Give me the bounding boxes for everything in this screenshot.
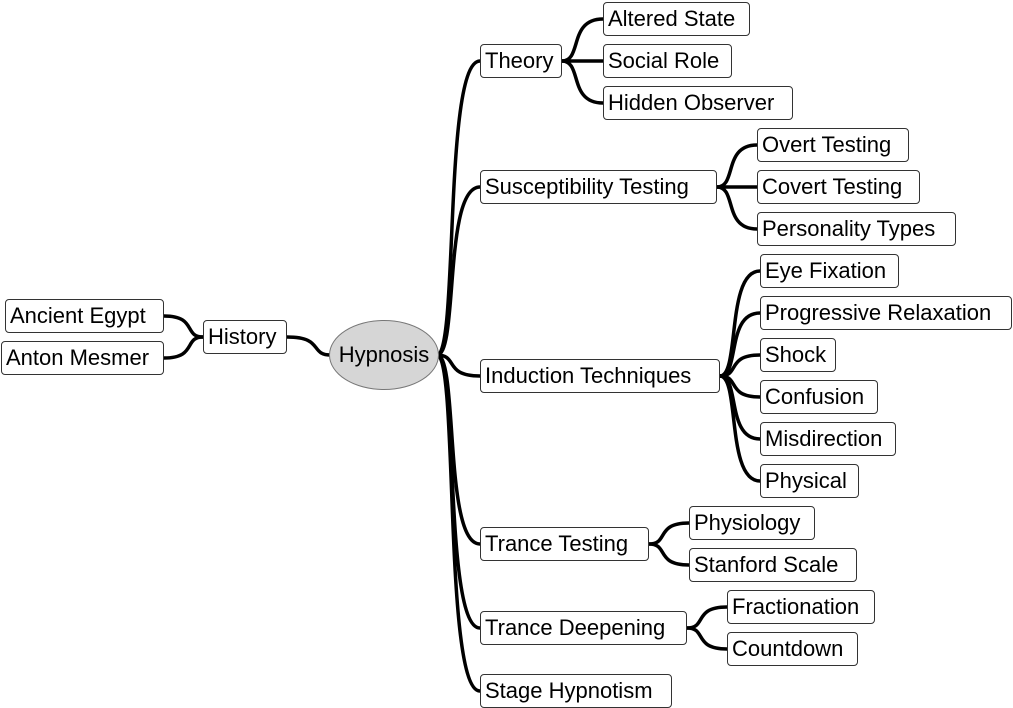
connector-root-stage: [435, 353, 482, 693]
branch-theory: Theory: [480, 44, 562, 78]
leaf-misdirection: Misdirection: [760, 422, 896, 456]
leaf-fractionation: Fractionation: [727, 590, 875, 624]
leaf-countdown: Countdown: [727, 632, 858, 666]
connector-suscept-overt: [715, 143, 759, 189]
connector-deepening-fractionation: [685, 605, 729, 630]
branch-stage-hypnotism: Stage Hypnotism: [480, 674, 672, 708]
connector-induction-progressive: [718, 311, 762, 378]
connector-theory-hidden: [560, 59, 605, 105]
connector-root-trance-testing: [435, 353, 482, 546]
connector-root-induction: [435, 353, 482, 378]
leaf-physical: Physical: [760, 464, 859, 498]
leaf-social-role: Social Role: [603, 44, 732, 78]
leaf-confusion: Confusion: [760, 380, 878, 414]
leaf-personality-types: Personality Types: [757, 212, 956, 246]
branch-trance-deepening: Trance Deepening: [480, 611, 687, 645]
connector-root-suscept: [435, 185, 482, 357]
leaf-hidden-observer: Hidden Observer: [603, 86, 793, 120]
connector-theory-altered: [560, 17, 605, 63]
leaf-ancient-egypt: Ancient Egypt: [5, 299, 164, 333]
root-node: Hypnosis: [329, 320, 439, 390]
branch-susceptibility-testing: Susceptibility Testing: [480, 170, 717, 204]
connector-history-egypt: [162, 314, 205, 339]
connector-history-mesmer: [162, 335, 205, 360]
connector-root-history: [285, 335, 333, 357]
leaf-stanford-scale: Stanford Scale: [689, 548, 857, 582]
leaf-progressive-relaxation: Progressive Relaxation: [760, 296, 1012, 330]
connector-suscept-personality: [715, 185, 759, 231]
connector-induction-physical: [718, 374, 762, 483]
connector-trance-testing-physiology: [647, 521, 691, 546]
connector-root-theory: [435, 59, 482, 357]
leaf-altered-state: Altered State: [603, 2, 750, 36]
leaf-anton-mesmer: Anton Mesmer: [1, 341, 164, 375]
branch-trance-testing: Trance Testing: [480, 527, 649, 561]
leaf-eye-fixation: Eye Fixation: [760, 254, 899, 288]
branch-induction-techniques: Induction Techniques: [480, 359, 720, 393]
leaf-covert-testing: Covert Testing: [757, 170, 920, 204]
branch-history: History: [203, 320, 287, 354]
leaf-shock: Shock: [760, 338, 836, 372]
connector-induction-misdirection: [718, 374, 762, 441]
connector-deepening-countdown: [685, 626, 729, 651]
leaf-overt-testing: Overt Testing: [757, 128, 909, 162]
connector-trance-testing-stanford: [647, 542, 691, 567]
leaf-physiology: Physiology: [689, 506, 815, 540]
